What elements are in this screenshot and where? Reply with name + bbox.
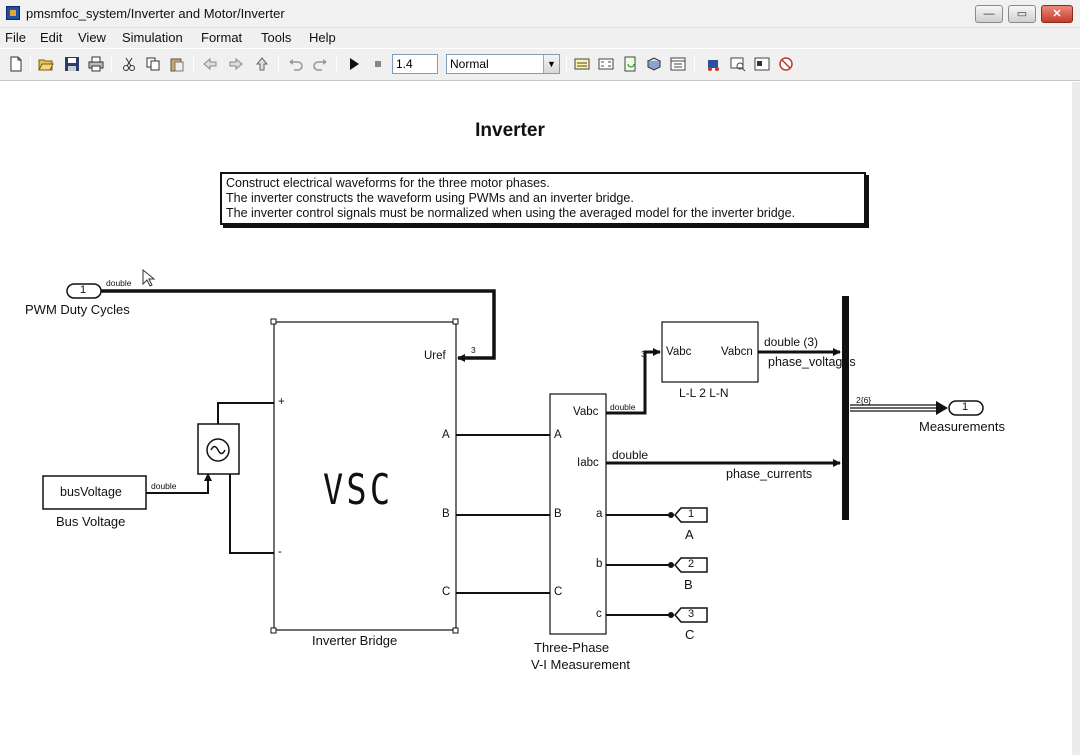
hide-icon[interactable] — [776, 54, 796, 74]
vertical-scrollbar[interactable] — [1072, 82, 1080, 755]
redo-icon[interactable] — [310, 54, 330, 74]
signal-type-label: double (3) — [764, 335, 819, 349]
back-icon[interactable] — [200, 54, 220, 74]
library-browser-icon[interactable] — [644, 54, 664, 74]
title-bar[interactable]: pmsmfoc_system/Inverter and Motor/Invert… — [0, 0, 1080, 28]
menu-help[interactable]: Help — [309, 30, 336, 45]
window-title: pmsmfoc_system/Inverter and Motor/Invert… — [26, 6, 285, 21]
stop-time-input[interactable] — [392, 54, 438, 74]
port-label: C — [685, 627, 695, 642]
chevron-down-icon[interactable]: ▼ — [543, 55, 559, 73]
port-number: 1 — [688, 508, 695, 520]
simulation-mode-select[interactable]: Normal ▼ — [446, 54, 560, 74]
bus-signal-label: 2{6} — [856, 395, 872, 405]
model-explorer-icon[interactable] — [668, 54, 688, 74]
inport-number: 1 — [80, 284, 87, 296]
annotation-note[interactable]: Construct electrical waveforms for the t… — [220, 172, 866, 225]
measurement-label-line1: Three-Phase — [534, 640, 610, 655]
save-icon[interactable] — [62, 54, 82, 74]
toolbar: Normal ▼ — [0, 49, 1080, 81]
port-plus: + — [278, 396, 285, 408]
menu-file[interactable]: File — [5, 30, 26, 45]
inverter-bridge-label: Inverter Bridge — [312, 633, 398, 648]
signal-type-label: double — [106, 278, 132, 288]
signal-width-label: 3 — [641, 349, 646, 359]
inport-label: PWM Duty Cycles — [25, 302, 130, 317]
constant-label: Bus Voltage — [56, 514, 126, 529]
port-A: A — [554, 429, 562, 441]
menu-format[interactable]: Format — [201, 30, 243, 45]
constant-value: busVoltage — [60, 485, 122, 499]
port-uref: Uref — [424, 350, 446, 362]
signal-type-label: double — [612, 448, 649, 462]
menu-edit[interactable]: Edit — [40, 30, 63, 45]
diagram-title: Inverter — [475, 120, 545, 141]
simulation-mode-value: Normal — [450, 57, 489, 71]
maximize-button[interactable]: ▭ — [1008, 5, 1036, 23]
paste-icon[interactable] — [167, 54, 187, 74]
port-label: A — [685, 527, 694, 542]
port-number: 2 — [688, 558, 695, 570]
port-iabc: Iabc — [577, 457, 599, 469]
note-line: Construct electrical waveforms for the t… — [226, 176, 550, 190]
new-model-icon[interactable] — [6, 54, 26, 74]
start-simulation-icon[interactable] — [344, 54, 364, 74]
build-icon[interactable] — [572, 54, 592, 74]
menu-simulation[interactable]: Simulation — [122, 30, 183, 45]
port-B: B — [554, 508, 562, 520]
simulink-app-icon[interactable] — [6, 6, 20, 20]
menu-bar: File Edit View Simulation Format Tools H… — [0, 28, 1080, 48]
debugger-icon[interactable] — [704, 54, 724, 74]
signal-width-label: 3 — [471, 345, 476, 355]
port-vabcn-out: Vabcn — [721, 346, 753, 358]
copy-icon[interactable] — [143, 54, 163, 74]
port-a-out: a — [596, 508, 603, 520]
menu-tools[interactable]: Tools — [261, 30, 292, 45]
vsc-text: VSC — [323, 465, 394, 514]
port-b: B — [442, 508, 450, 520]
refresh-icon[interactable] — [620, 54, 640, 74]
stop-simulation-icon[interactable] — [368, 54, 388, 74]
open-icon[interactable] — [36, 54, 56, 74]
measurement-label-line2: V-I Measurement — [531, 657, 630, 672]
outport-number: 1 — [962, 401, 969, 413]
close-button[interactable]: ✕ — [1041, 5, 1073, 23]
fit-icon[interactable] — [728, 54, 748, 74]
phase-currents-label: phase_currents — [726, 467, 813, 481]
note-line: The inverter control signals must be nor… — [226, 206, 796, 220]
up-icon[interactable] — [252, 54, 272, 74]
port-vabc-in: Vabc — [666, 346, 692, 358]
menu-view[interactable]: View — [78, 30, 106, 45]
port-number: 3 — [688, 608, 695, 620]
port-b-out: b — [596, 558, 603, 570]
phase-voltages-label: phase_voltages — [768, 355, 856, 369]
outport-label: Measurements — [919, 419, 1005, 434]
port-a: A — [442, 429, 450, 441]
port-c: C — [442, 586, 451, 598]
forward-icon[interactable] — [226, 54, 246, 74]
undo-icon[interactable] — [286, 54, 306, 74]
port-C: C — [554, 586, 563, 598]
update-diagram-icon[interactable] — [596, 54, 616, 74]
note-line: The inverter constructs the waveform usi… — [226, 191, 634, 205]
signal-type-label: double — [151, 481, 177, 491]
port-c-out: c — [596, 608, 602, 620]
ll2ln-label: L-L 2 L-N — [679, 386, 729, 400]
port-minus: - — [278, 546, 282, 558]
signal-type-label: double — [610, 402, 636, 412]
minimize-button[interactable]: — — [975, 5, 1003, 23]
port-vabc: Vabc — [573, 406, 599, 418]
cut-icon[interactable] — [119, 54, 139, 74]
model-advisor-icon[interactable] — [752, 54, 772, 74]
print-icon[interactable] — [86, 54, 106, 74]
port-label: B — [684, 577, 693, 592]
